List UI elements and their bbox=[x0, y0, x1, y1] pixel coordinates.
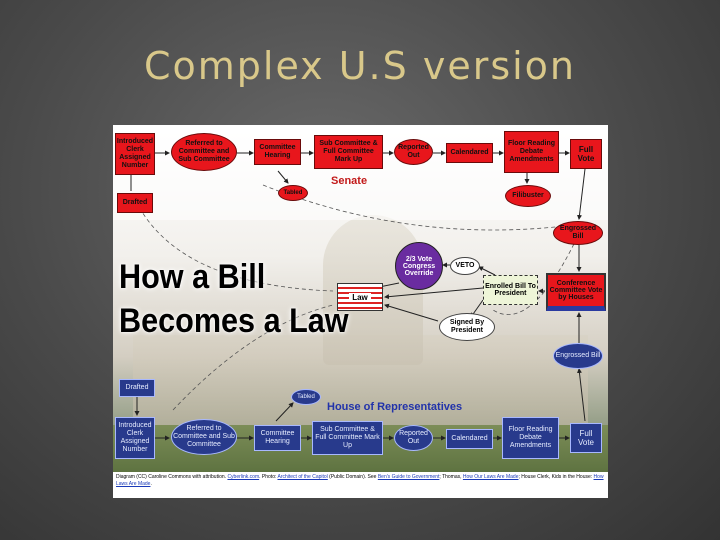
credit-text-2: . Photo: bbox=[259, 474, 278, 480]
senate-sub-committee-box: Sub Committee & Full Committee Mark Up bbox=[314, 135, 383, 169]
title-line-2: Becomes a Law bbox=[119, 302, 349, 340]
senate-referred-oval: Referred to Committee and Sub Committee bbox=[171, 133, 237, 171]
house-engrossed-oval: Engrossed Bill bbox=[553, 343, 603, 369]
credit-footer: Diagram (CC) Caroline Commons with attri… bbox=[113, 472, 608, 498]
senate-calendared-box: Calendared bbox=[446, 143, 493, 163]
law-flag-box: Law bbox=[337, 283, 383, 311]
signed-oval: Signed By President bbox=[439, 313, 495, 341]
senate-floor-box: Floor Reading Debate Amendments bbox=[504, 131, 559, 173]
house-tabled-oval: Tabled bbox=[291, 389, 321, 405]
law-label: Law bbox=[349, 292, 371, 302]
credit-link-cyberlink[interactable]: Cyberlink.com bbox=[227, 474, 260, 480]
bill-law-diagram: Introduced Clerk Assigned Number Referre… bbox=[113, 125, 608, 498]
senate-committee-hearing-box: Committee Hearing bbox=[254, 139, 301, 165]
house-calendared-box: Calendared bbox=[446, 429, 493, 449]
senate-tabled-oval: Tabled bbox=[278, 185, 308, 201]
house-referred-oval: Referred to Committee and Sub Committee bbox=[171, 419, 237, 455]
house-floor-box: Floor Reading Debate Amendments bbox=[502, 417, 559, 459]
house-label: House of Representatives bbox=[327, 401, 463, 413]
credit-link-how-laws-made[interactable]: How Laws Are Made bbox=[116, 474, 604, 487]
credit-text-1: Diagram (CC) Caroline Commons with attri… bbox=[116, 474, 228, 480]
credit-link-architect[interactable]: Architect of the Capitol bbox=[277, 474, 328, 480]
override-oval: 2/3 Vote Congress Override bbox=[395, 242, 443, 290]
credit-link-bens-guide[interactable]: Ben's Guide to Government bbox=[377, 474, 440, 480]
house-drafted-box: Drafted bbox=[119, 379, 155, 397]
senate-filibuster-oval: Filibuster bbox=[505, 185, 551, 207]
senate-full-vote-box: Full Vote bbox=[570, 139, 602, 169]
senate-engrossed-oval: Engrossed Bill bbox=[553, 221, 603, 245]
title-line-1: How a Bill bbox=[119, 258, 266, 296]
credit-text-4: ; Thomas, bbox=[439, 474, 463, 480]
senate-introduced-box: Introduced Clerk Assigned Number bbox=[115, 133, 155, 175]
senate-label: Senate bbox=[331, 175, 368, 187]
veto-oval: VETO bbox=[450, 257, 480, 275]
credit-link-how-our-laws[interactable]: How Our Laws Are Made bbox=[462, 474, 519, 480]
house-reported-out-oval: Reported Out bbox=[394, 425, 433, 451]
credit-text-3: (Public Domain). See bbox=[327, 474, 378, 480]
conference-committee-box: Conference Committee Vote by Houses bbox=[546, 273, 606, 311]
senate-drafted-box: Drafted bbox=[117, 193, 153, 213]
house-full-vote-box: Full Vote bbox=[570, 423, 602, 453]
slide-title: Complex U.S version bbox=[143, 44, 577, 88]
credit-text-6: . bbox=[150, 481, 152, 487]
enrolled-bill-box: Enrolled Bill To President bbox=[483, 275, 538, 305]
credit-text-5: ; House Clerk, Kids in the House: bbox=[518, 474, 594, 480]
house-introduced-box: Introduced Clerk Assigned Number bbox=[115, 417, 155, 459]
diagram-title: How a Bill Becomes a Law bbox=[119, 255, 389, 343]
senate-reported-out-oval: Reported Out bbox=[394, 139, 433, 165]
house-committee-hearing-box: Committee Hearing bbox=[254, 425, 301, 451]
house-sub-committee-box: Sub Committee & Full Committee Mark Up bbox=[312, 421, 383, 455]
